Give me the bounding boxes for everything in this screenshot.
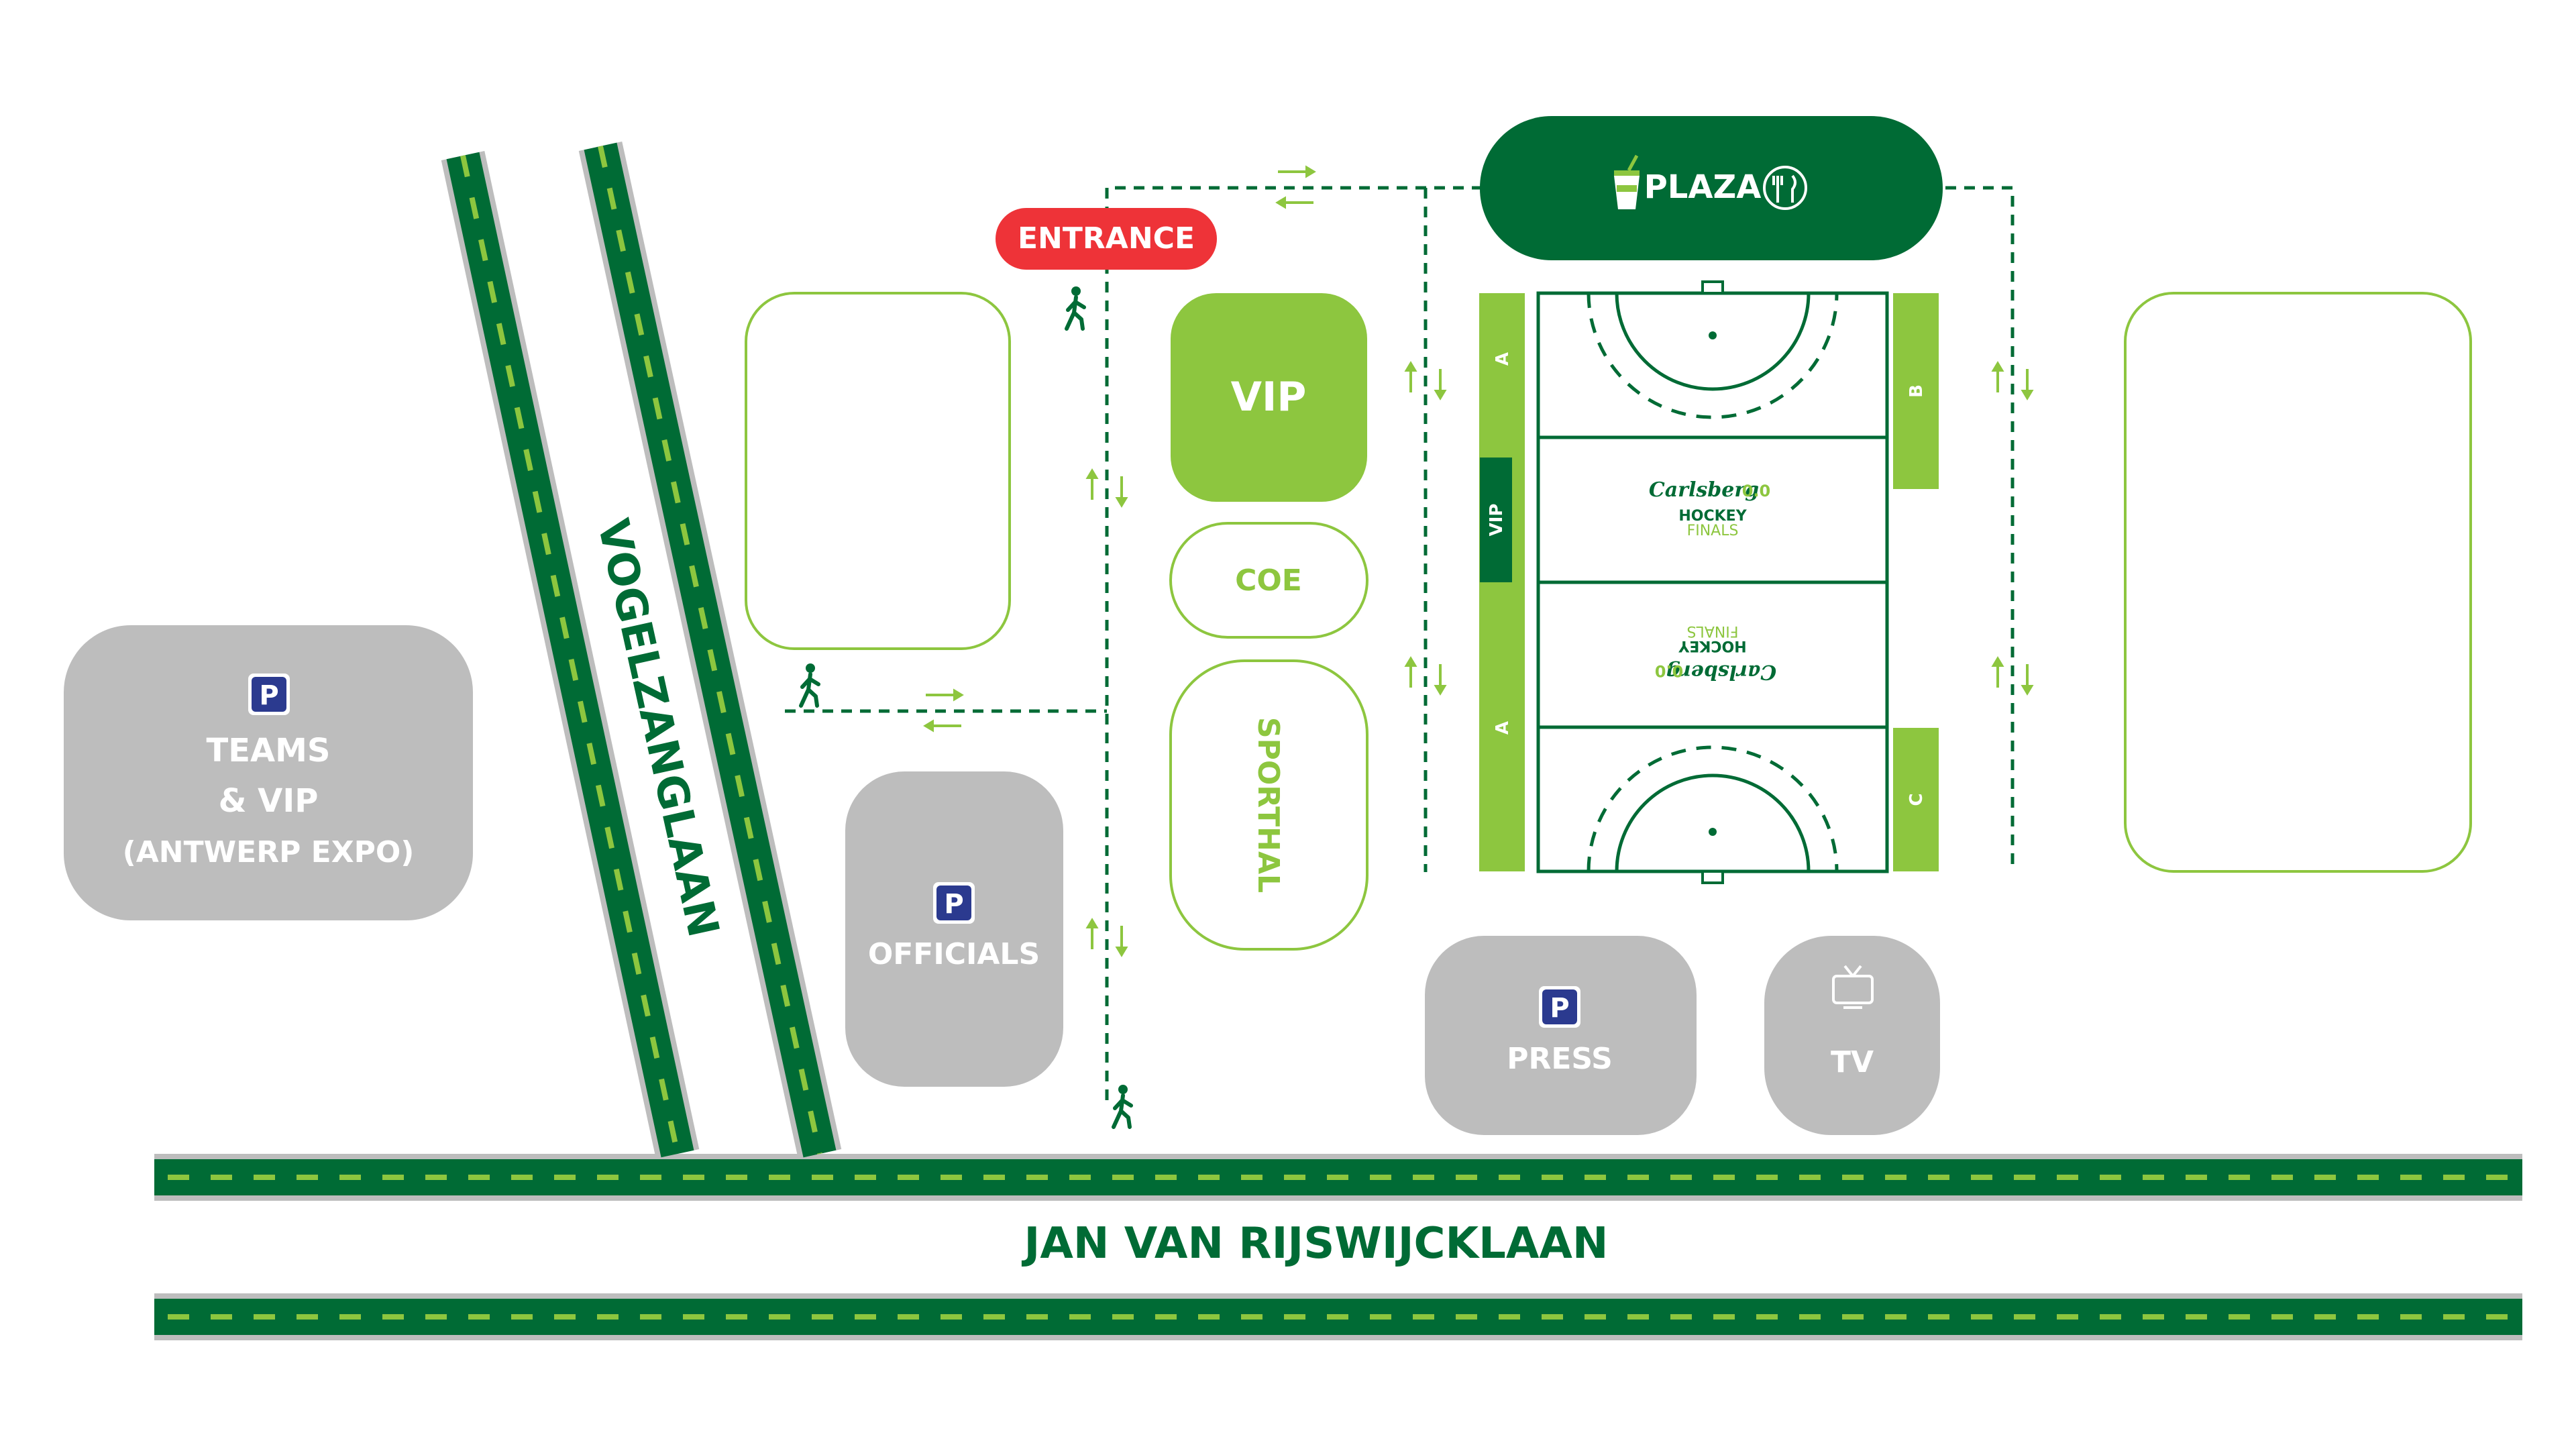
zone-empty-right[interactable] — [2124, 292, 2472, 873]
teams-label-line3: (ANTWERP EXPO) — [123, 835, 415, 869]
entrance-label: ENTRANCE — [1018, 221, 1195, 256]
press-label: PRESS — [1507, 1042, 1613, 1076]
parking-symbol: P — [1550, 993, 1569, 1024]
diag-lane-2-markings — [598, 146, 822, 1155]
stand-b-label: B — [1907, 384, 1927, 398]
svg-text:Carlsberg: Carlsberg — [1666, 660, 1776, 684]
stand-a-bottom-label: A — [1493, 721, 1513, 735]
parking-symbol: P — [259, 680, 278, 711]
zone-sporthal[interactable]: SPORTHAL — [1169, 659, 1368, 951]
officials-label: OFFICIALS — [868, 937, 1040, 971]
pedestrian-icon — [1067, 286, 1084, 329]
vip-zone-label: VIP — [1231, 374, 1307, 421]
sporthal-label: SPORTHAL — [1251, 717, 1285, 893]
svg-text:FINALS: FINALS — [1687, 623, 1739, 639]
walkway-right-of-pitch — [1945, 186, 2015, 872]
walkways — [785, 186, 2015, 1100]
road-main: JAN VAN RIJSWIJCKLAAN — [154, 1154, 2522, 1340]
cutlery-icon — [1763, 166, 1807, 210]
tv-icon — [1832, 965, 1874, 1009]
road-main-label: JAN VAN RIJSWIJCKLAAN — [1022, 1219, 1609, 1269]
svg-text:HOCKEY: HOCKEY — [1678, 508, 1747, 525]
svg-text:Carlsberg: Carlsberg — [1649, 478, 1759, 502]
zone-empty-left[interactable] — [745, 292, 1011, 650]
direction-arrows — [923, 165, 2034, 957]
pedestrian-icon — [801, 663, 818, 706]
svg-text:0.0: 0.0 — [1655, 661, 1684, 680]
tv-label: TV — [1831, 1045, 1874, 1079]
zone-entrance[interactable]: ENTRANCE — [996, 208, 1217, 270]
pitch-logo-bottom: Carlsberg 0.0 HOCKEY FINALS — [1655, 623, 1776, 684]
drink-cup-icon — [1614, 154, 1640, 209]
teams-label-line1: TEAMS — [206, 732, 330, 769]
zone-coe[interactable]: COE — [1169, 522, 1368, 639]
zone-parking-officials[interactable]: P OFFICIALS — [845, 771, 1063, 1087]
zone-parking-teams[interactable]: P TEAMS & VIP (ANTWERP EXPO) — [64, 625, 473, 920]
zone-parking-press[interactable]: P PRESS — [1425, 936, 1697, 1135]
pedestrian-icon — [1114, 1085, 1131, 1127]
svg-text:0.0: 0.0 — [1742, 482, 1771, 500]
stand-vip — [1480, 458, 1512, 582]
svg-text:FINALS: FINALS — [1687, 523, 1739, 539]
road-diagonal: VOGELZANGLAAN — [441, 141, 842, 1159]
stand-a-top-label: A — [1493, 352, 1513, 366]
zone-tv[interactable]: TV — [1764, 936, 1940, 1135]
stand-b — [1893, 293, 1939, 489]
stand-c-label: C — [1907, 793, 1927, 806]
diag-lane-1 — [446, 152, 694, 1158]
plaza-label: PLAZA — [1644, 168, 1762, 206]
stand-vip-label: VIP — [1487, 504, 1507, 537]
hockey-pitch[interactable]: A A VIP B C Carlsberg 0.0 HOCKEY FINALS … — [1479, 280, 1939, 884]
walkway-main — [1105, 186, 1483, 1100]
svg-text:HOCKEY: HOCKEY — [1678, 637, 1746, 654]
zone-plaza[interactable]: PLAZA — [1480, 116, 1943, 260]
coe-label: COE — [1235, 564, 1302, 598]
stand-c — [1893, 728, 1939, 871]
parking-symbol: P — [944, 889, 963, 920]
teams-label-line2: & VIP — [219, 782, 319, 820]
pitch-logo-top: Carlsberg 0.0 HOCKEY FINALS — [1649, 478, 1770, 539]
zone-vip[interactable]: VIP — [1171, 293, 1367, 502]
